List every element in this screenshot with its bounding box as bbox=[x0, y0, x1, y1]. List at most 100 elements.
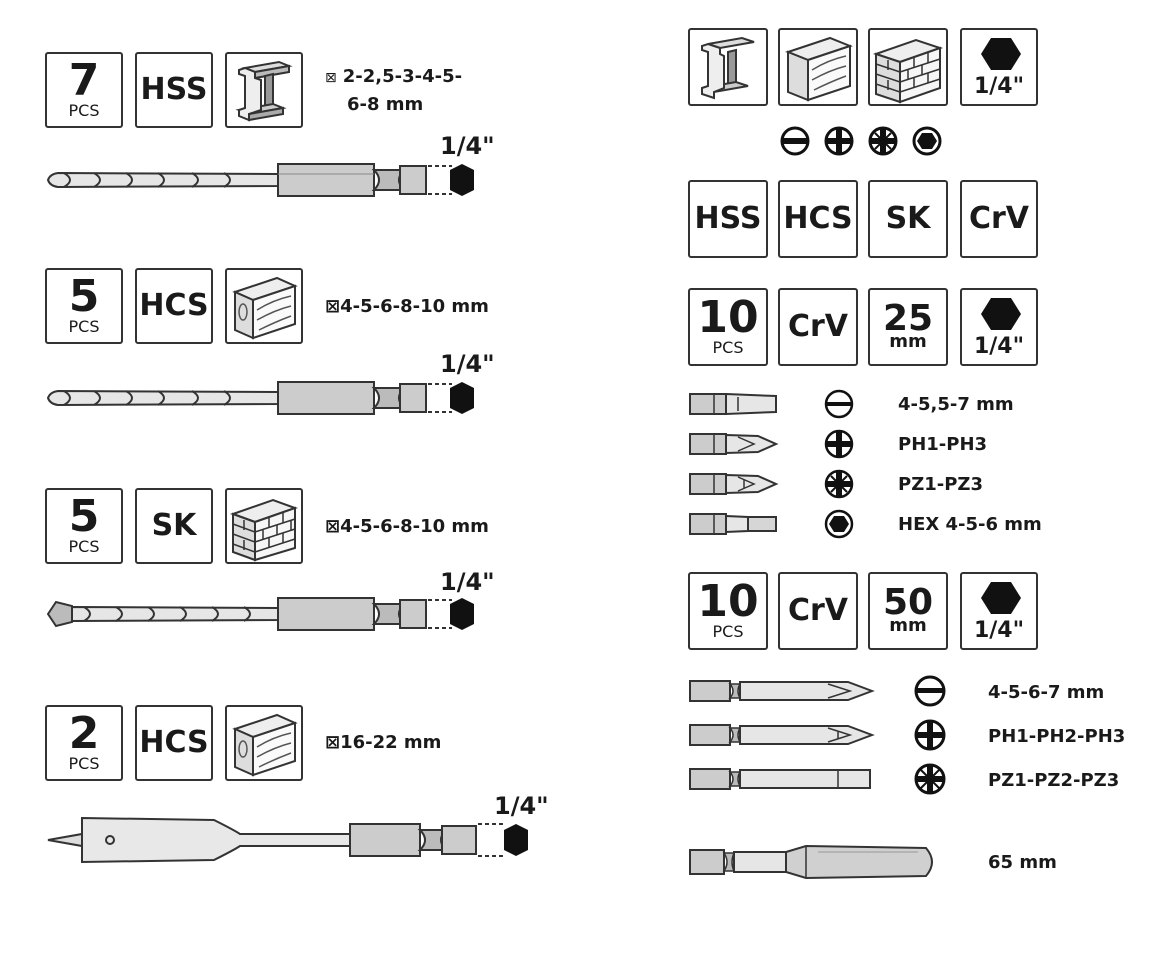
count-badge-50: 10 PCS bbox=[688, 572, 768, 650]
length-unit: mm bbox=[889, 331, 927, 353]
hex-badge-50: 1/4" bbox=[960, 572, 1038, 650]
shank-label-3: 1/4" bbox=[440, 568, 495, 596]
bit-size-text: HEX 4-5-6 mm bbox=[898, 514, 1042, 535]
slotted-bit-25 bbox=[689, 392, 777, 416]
count-badge-2: 5 PCS bbox=[45, 268, 123, 344]
pozidriv-icon bbox=[868, 126, 898, 156]
hex-shank-icon bbox=[981, 298, 1021, 330]
slotted-icon bbox=[780, 126, 810, 156]
count-value: 10 bbox=[697, 292, 759, 344]
masonry-drill-bit bbox=[46, 597, 474, 631]
length-badge-25: 25 mm bbox=[868, 288, 948, 366]
phillips-icon bbox=[824, 429, 854, 459]
count-badge-3: 5 PCS bbox=[45, 488, 123, 564]
wood-icon bbox=[225, 268, 303, 344]
phillips-icon bbox=[824, 126, 854, 156]
grade-label: HSS bbox=[694, 201, 762, 236]
grade-label: CrV bbox=[787, 309, 849, 344]
hex-label: 1/4" bbox=[973, 74, 1025, 99]
grade-badge-50: CrV bbox=[778, 572, 858, 650]
length-value: 25 bbox=[882, 297, 934, 339]
pozidriv-icon bbox=[914, 763, 946, 795]
slotted-bit-50 bbox=[689, 768, 871, 790]
diameter-symbol: ⊠ bbox=[325, 70, 337, 86]
phillips-bit-50 bbox=[689, 680, 875, 702]
shank-label-2: 1/4" bbox=[440, 350, 495, 378]
bit-size-text: PZ1-PZ2-PZ3 bbox=[988, 770, 1120, 791]
wood-icon bbox=[778, 28, 858, 106]
shank-label-4: 1/4" bbox=[494, 792, 549, 820]
count-unit: PCS bbox=[68, 100, 100, 120]
grade-label: SK bbox=[151, 508, 197, 543]
hex-shank-icon bbox=[981, 582, 1021, 614]
count-value: 7 bbox=[68, 55, 100, 107]
brick-icon bbox=[868, 28, 948, 106]
brick-icon bbox=[225, 488, 303, 564]
grade-label: CrV bbox=[787, 593, 849, 628]
grade-label: HCS bbox=[139, 288, 209, 323]
count-badge-25: 10 PCS bbox=[688, 288, 768, 366]
grade-badge-hss: HSS bbox=[688, 180, 768, 258]
bit-size-text: PH1-PH2-PH3 bbox=[988, 726, 1126, 747]
grade-badge-crv: CrV bbox=[960, 180, 1038, 258]
grade-badge-sk: SK bbox=[868, 180, 948, 258]
phillips-icon bbox=[914, 719, 946, 751]
bit-size-text: 4-5-6-7 mm bbox=[988, 682, 1105, 703]
count-unit: PCS bbox=[712, 621, 744, 641]
size-text-4: ⊠16-22 mm bbox=[325, 732, 442, 753]
length-value: 50 bbox=[882, 581, 934, 623]
hex-label: 1/4" bbox=[973, 334, 1025, 359]
length-badge-50: 50 mm bbox=[868, 572, 948, 650]
grade-badge-25: CrV bbox=[778, 288, 858, 366]
hex-bit-25 bbox=[689, 513, 777, 535]
count-value: 5 bbox=[68, 491, 100, 543]
grade-label: HSS bbox=[140, 72, 208, 107]
grade-label: CrV bbox=[968, 201, 1030, 236]
grade-label: HCS bbox=[139, 725, 209, 760]
metal-drill-bit bbox=[46, 163, 474, 197]
pozidriv-bit-25 bbox=[689, 473, 779, 495]
count-badge-1: 7 PCS bbox=[45, 52, 123, 128]
bit-size-text: 4-5,5-7 mm bbox=[898, 394, 1014, 415]
count-unit: PCS bbox=[68, 316, 100, 336]
hex-icon bbox=[824, 509, 854, 539]
slotted-icon bbox=[824, 389, 854, 419]
pozidriv-icon bbox=[824, 469, 854, 499]
size-text-3: ⊠4-5-6-8-10 mm bbox=[325, 516, 489, 537]
metal-icon bbox=[688, 28, 768, 106]
hex-shank-icon bbox=[981, 38, 1021, 70]
size-line: 2-2,5-3-4-5- bbox=[342, 66, 463, 87]
grade-label: SK bbox=[885, 201, 931, 236]
pozidriv-bit-50 bbox=[689, 724, 875, 746]
metal-icon bbox=[225, 52, 303, 128]
spade-bit bbox=[47, 816, 528, 864]
wood-icon bbox=[225, 705, 303, 781]
count-value: 10 bbox=[697, 576, 759, 628]
grade-badge-3: SK bbox=[135, 488, 213, 564]
count-unit: PCS bbox=[68, 753, 100, 773]
bit-size-text: PH1-PH3 bbox=[898, 434, 988, 455]
phillips-bit-25 bbox=[689, 433, 779, 455]
grade-label: HCS bbox=[783, 201, 853, 236]
count-value: 5 bbox=[68, 271, 100, 323]
size-text-1a: ⊠ 2-2,5-3-4-5- bbox=[325, 66, 462, 87]
grade-badge-2: HCS bbox=[135, 268, 213, 344]
shank-label-1: 1/4" bbox=[440, 132, 495, 160]
size-text-2: ⊠4-5-6-8-10 mm bbox=[325, 296, 489, 317]
grade-badge-1: HSS bbox=[135, 52, 213, 128]
count-unit: PCS bbox=[712, 337, 744, 357]
slotted-icon bbox=[914, 675, 946, 707]
count-unit: PCS bbox=[68, 536, 100, 556]
grade-badge-4: HCS bbox=[135, 705, 213, 781]
count-value: 2 bbox=[68, 708, 100, 760]
bit-size-text: PZ1-PZ3 bbox=[898, 474, 984, 495]
hex-label: 1/4" bbox=[973, 618, 1025, 643]
count-badge-4: 2 PCS bbox=[45, 705, 123, 781]
size-text-1b: 6-8 mm bbox=[347, 94, 424, 115]
wood-drill-bit bbox=[46, 381, 474, 415]
bit-holder bbox=[689, 844, 933, 880]
grade-badge-hcs: HCS bbox=[778, 180, 858, 258]
hex-badge-top: 1/4" bbox=[960, 28, 1038, 106]
hex-badge-25: 1/4" bbox=[960, 288, 1038, 366]
holder-length-text: 65 mm bbox=[988, 852, 1057, 873]
